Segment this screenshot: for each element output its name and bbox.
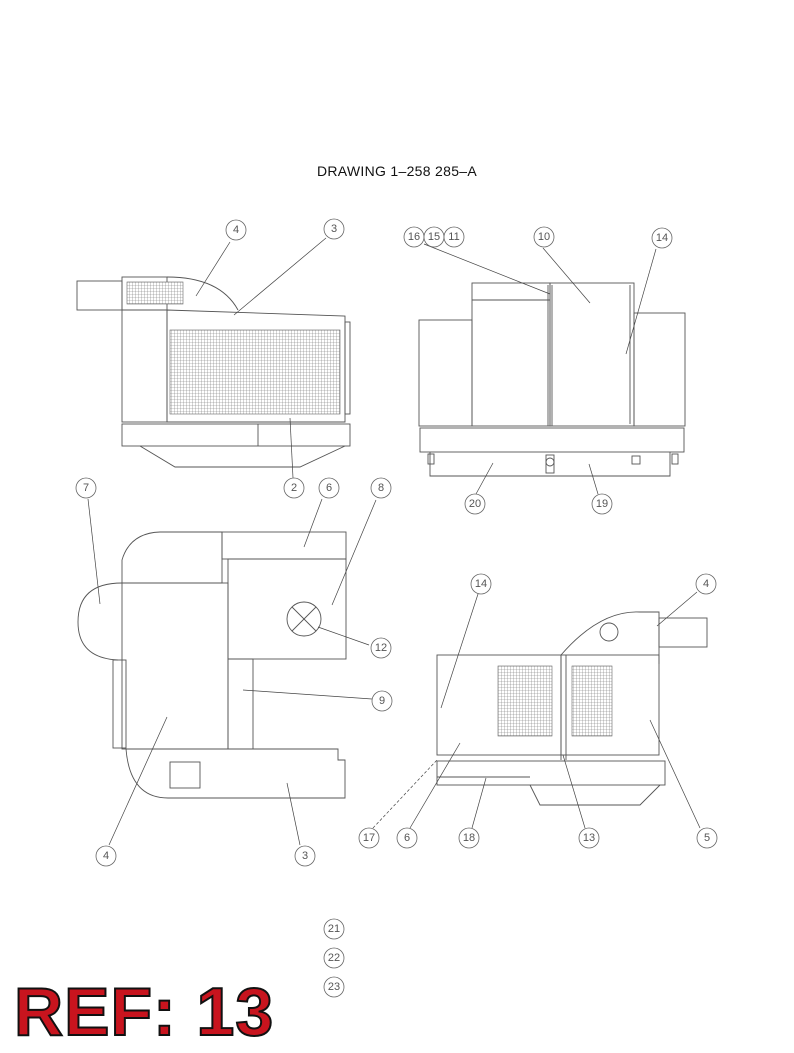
drawing-title: DRAWING 1–258 285–A: [316, 163, 478, 179]
svg-text:15: 15: [428, 231, 440, 243]
svg-text:18: 18: [463, 832, 475, 844]
balloon-3-middle-left: 3: [294, 845, 316, 867]
balloon-13: 13: [578, 827, 600, 849]
balloon-6-middle-left: 6: [318, 477, 340, 499]
svg-text:4: 4: [703, 578, 709, 590]
svg-text:4: 4: [103, 850, 109, 862]
balloon-18: 18: [458, 827, 480, 849]
end-view-top-right: [418, 282, 686, 477]
balloon-6-bottom-right: 6: [396, 827, 418, 849]
svg-text:11: 11: [448, 231, 459, 243]
side-view-bottom-right: [436, 611, 708, 806]
balloon-17: 17: [358, 827, 380, 849]
svg-text:16: 16: [408, 231, 420, 243]
svg-text:8: 8: [378, 482, 384, 494]
balloon-4-middle-left: 4: [95, 845, 117, 867]
balloon-3-top-left: 3: [323, 218, 345, 240]
svg-text:5: 5: [704, 832, 710, 844]
balloon-10: 10: [533, 226, 555, 248]
balloon-2-top-left: 2: [283, 477, 305, 499]
side-view-top-left: [76, 276, 351, 468]
balloon-7: 7: [75, 477, 97, 499]
balloon-4-bottom-right: 4: [695, 573, 717, 595]
balloon-4-top-left: 4: [225, 219, 247, 241]
balloon-12: 12: [370, 637, 392, 659]
svg-text:6: 6: [326, 482, 332, 494]
svg-text:14: 14: [475, 578, 487, 590]
ref-label: REF: 13: [13, 974, 275, 1050]
balloon-15: 15: [423, 226, 445, 248]
balloon-14-bottom-right: 14: [470, 573, 492, 595]
balloon-14-top-right: 14: [651, 227, 673, 249]
svg-text:14: 14: [656, 232, 668, 244]
svg-text:3: 3: [302, 850, 308, 862]
balloon-22-legend: 22: [323, 947, 345, 969]
svg-text:17: 17: [363, 832, 375, 844]
balloon-21-legend: 21: [323, 918, 345, 940]
balloon-19: 19: [591, 493, 613, 515]
svg-text:9: 9: [379, 695, 385, 707]
svg-text:22: 22: [328, 952, 340, 964]
svg-text:20: 20: [469, 498, 481, 510]
svg-text:3: 3: [331, 223, 337, 235]
balloon-20: 20: [464, 493, 486, 515]
balloon-8: 8: [370, 477, 392, 499]
svg-text:23: 23: [328, 981, 340, 993]
plan-view-middle-left: [77, 531, 347, 799]
balloon-5: 5: [696, 827, 718, 849]
balloon-16: 16: [403, 226, 425, 248]
balloon-9: 9: [371, 690, 393, 712]
svg-text:21: 21: [328, 923, 340, 935]
svg-text:4: 4: [233, 224, 239, 236]
svg-text:6: 6: [404, 832, 410, 844]
balloon-23-legend: 23: [323, 976, 345, 998]
svg-text:7: 7: [83, 482, 89, 494]
svg-text:2: 2: [291, 482, 297, 494]
svg-text:19: 19: [596, 498, 608, 510]
balloon-11: 11: [443, 226, 465, 248]
leader-lines: [87, 237, 701, 846]
svg-text:12: 12: [375, 642, 387, 654]
svg-text:10: 10: [538, 231, 550, 243]
svg-text:13: 13: [583, 832, 595, 844]
